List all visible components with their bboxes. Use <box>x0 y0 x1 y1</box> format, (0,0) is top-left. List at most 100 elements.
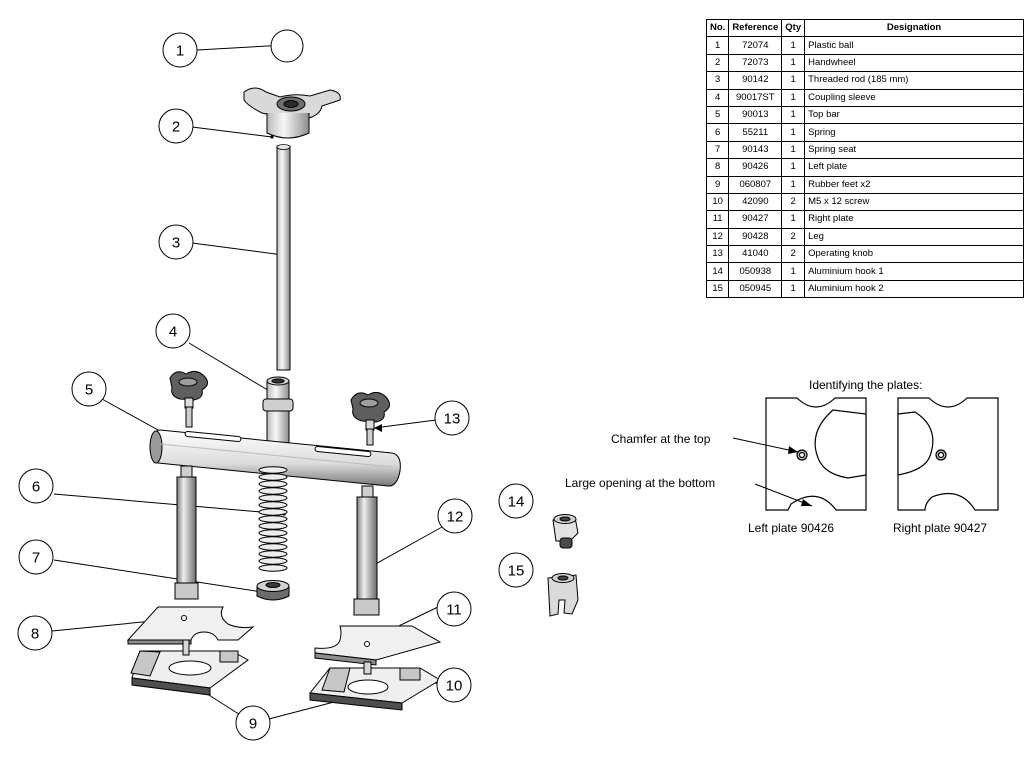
callout-circle-11 <box>436 591 472 627</box>
left-plate-identification-view <box>765 397 867 511</box>
cell-qty: 1 <box>781 175 806 194</box>
header-no: No. <box>705 18 730 38</box>
cell-reference: 72074 <box>728 36 783 55</box>
cell-reference: 72073 <box>728 53 783 73</box>
right-plate-identification-view <box>897 397 999 511</box>
cell-qty: 1 <box>781 279 806 299</box>
callout-number-5: 5 <box>85 382 93 399</box>
rubber-feet-right-part <box>309 661 441 711</box>
cell-qty: 1 <box>781 53 806 73</box>
callout-circle-4 <box>155 313 191 349</box>
cell-reference: 060807 <box>728 175 783 194</box>
callout-number-4: 4 <box>169 324 177 341</box>
callout-circle-12 <box>437 498 473 534</box>
top-bar-part <box>149 429 401 487</box>
callout-number-9: 9 <box>249 716 257 733</box>
cell-reference: 050945 <box>728 279 783 299</box>
cell-designation: Top bar <box>804 105 1024 125</box>
callout-number-8: 8 <box>31 626 39 643</box>
cell-qty: 2 <box>781 192 806 212</box>
operating-knob-right-part <box>350 391 390 446</box>
cell-designation: Left plate <box>804 158 1024 177</box>
cell-qty: 1 <box>781 36 806 55</box>
cell-no: 14 <box>705 262 730 281</box>
callout-circle-8 <box>17 615 53 651</box>
callout-circle-1 <box>162 32 198 68</box>
cell-no: 11 <box>705 210 730 229</box>
leg-right-part <box>353 485 380 616</box>
cell-designation: Aluminium hook 2 <box>804 279 1024 299</box>
cell-no: 9 <box>705 175 730 194</box>
cell-designation: Operating knob <box>804 245 1024 264</box>
rubber-feet-left-part <box>130 639 249 696</box>
cell-no: 3 <box>705 71 730 90</box>
callout-circle-6 <box>18 468 54 504</box>
cell-qty: 1 <box>781 158 806 177</box>
cell-no: 13 <box>705 245 730 264</box>
coupling-sleeve-part <box>262 376 294 444</box>
cell-qty: 2 <box>781 227 806 247</box>
callout-number-13: 13 <box>444 411 461 428</box>
cell-qty: 1 <box>781 210 806 229</box>
cell-designation: Rubber feet x2 <box>804 175 1024 194</box>
cell-no: 15 <box>705 279 730 299</box>
aluminium-hook-1-part <box>552 514 579 549</box>
cell-qty: 1 <box>781 140 806 160</box>
cell-designation: Plastic ball <box>804 36 1024 55</box>
callout-number-1: 1 <box>176 43 184 60</box>
callout-circle-15 <box>498 552 534 588</box>
threaded-rod-part <box>276 145 291 371</box>
header-designation: Designation <box>804 18 1024 38</box>
callout-number-11: 11 <box>446 602 462 619</box>
callout-circle-5 <box>71 371 107 407</box>
cell-designation: M5 x 12 screw <box>804 192 1024 212</box>
callout-circle-14 <box>498 483 534 519</box>
left-plate-caption: Left plate 90426 <box>748 521 835 535</box>
cell-no: 6 <box>705 123 730 142</box>
callout-circle-13 <box>434 400 470 436</box>
cell-reference: 90428 <box>728 227 783 247</box>
header-reference: Reference <box>728 18 783 38</box>
cell-reference: 90426 <box>728 158 783 177</box>
callout-number-12: 12 <box>447 509 464 526</box>
cell-designation: Right plate <box>804 210 1024 229</box>
table-header-row: No. Reference Qty Designation <box>705 18 1024 38</box>
cell-reference: 050938 <box>728 262 783 281</box>
cell-designation: Spring seat <box>804 140 1024 160</box>
cell-no: 5 <box>705 105 730 125</box>
callout-circle-7 <box>18 539 54 575</box>
cell-reference: 90142 <box>728 71 783 90</box>
callout-circle-3 <box>158 224 194 260</box>
cell-no: 2 <box>705 53 730 73</box>
cell-no: 12 <box>705 227 730 247</box>
cell-qty: 1 <box>781 105 806 125</box>
leg-left-part <box>174 465 199 600</box>
opening-label: Large opening at the bottom <box>565 476 716 490</box>
spring-seat-part <box>256 580 290 601</box>
callout-number-6: 6 <box>32 479 40 496</box>
cell-no: 8 <box>705 158 730 177</box>
cell-qty: 1 <box>781 88 806 107</box>
plates-title: Identifying the plates: <box>809 378 923 392</box>
callout-number-10: 10 <box>446 678 463 695</box>
callout-number-14: 14 <box>508 494 525 511</box>
callout-number-3: 3 <box>172 235 180 252</box>
right-plate-part <box>314 625 442 666</box>
cell-designation: Handwheel <box>804 53 1024 73</box>
cell-designation: Spring <box>804 123 1024 142</box>
spring-part <box>258 466 288 572</box>
handwheel-part <box>243 87 341 139</box>
